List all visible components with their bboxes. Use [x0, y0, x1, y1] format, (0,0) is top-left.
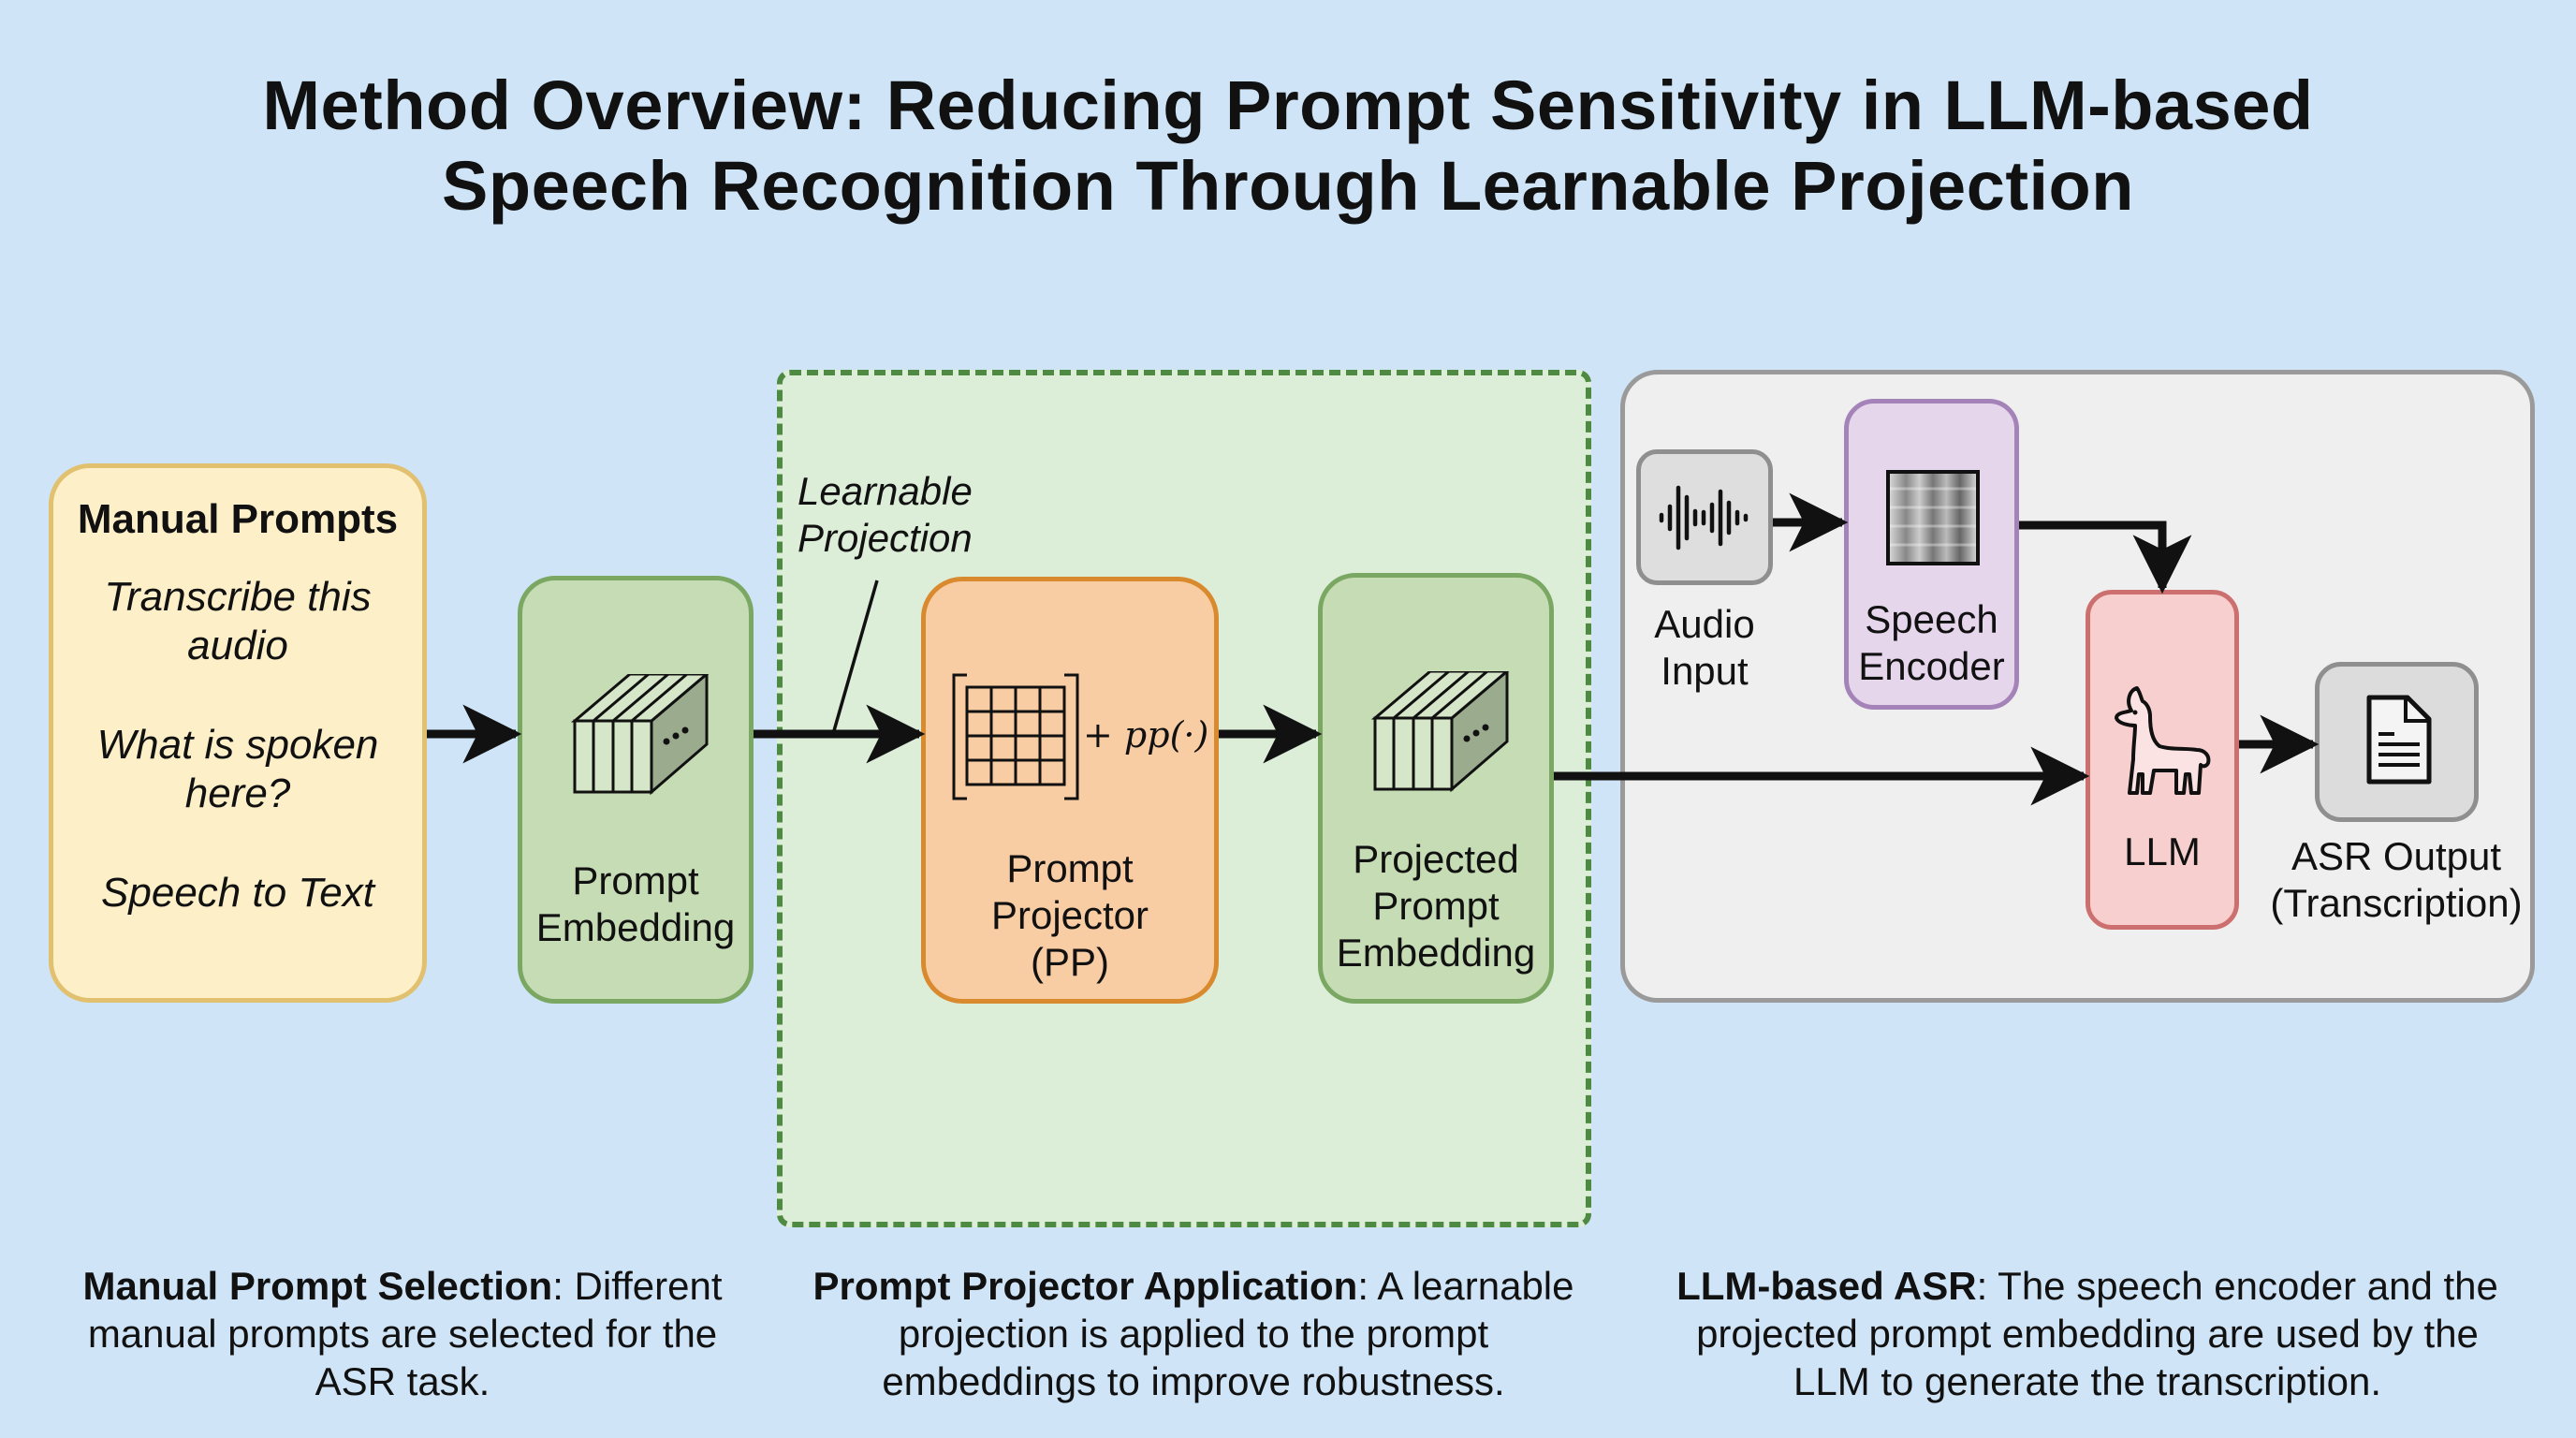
llama-icon: [2115, 686, 2211, 795]
caption-llm-based-asr: LLM-based ASR: The speech encoder and th…: [1671, 1262, 2504, 1405]
caption-heading: Manual Prompt Selection: [82, 1264, 553, 1308]
prompt-line: Transcribe this: [104, 574, 372, 620]
prompt-line: audio: [187, 623, 288, 668]
label-line: Projection: [798, 516, 973, 560]
label-line: Prompt: [1372, 884, 1500, 928]
caption-manual-prompt-selection: Manual Prompt Selection: Different manua…: [56, 1262, 749, 1405]
caption-heading: LLM-based ASR: [1676, 1264, 1977, 1308]
label-line: Prompt: [572, 858, 699, 902]
caption-text: : The speech encoder and the projected p…: [1696, 1264, 2498, 1403]
projector-formula: + pp(·): [1083, 714, 1209, 756]
prompt-line: here?: [184, 770, 291, 816]
document-icon: [2366, 695, 2432, 785]
speech-encoder-label: Speech Encoder: [1849, 596, 2014, 690]
label-line: Learnable: [798, 469, 973, 513]
label-line: Audio: [1654, 602, 1755, 646]
embedding-tensor-icon: [571, 674, 710, 796]
label-line: Embedding: [1336, 931, 1536, 975]
audio-input-box: [1636, 449, 1773, 585]
label-line: Projected: [1353, 837, 1519, 881]
prompt-embedding-label: Prompt Embedding: [522, 858, 749, 951]
speech-encoder-box: Speech Encoder: [1844, 399, 2019, 710]
learnable-projection-label: Learnable Projection: [798, 468, 973, 562]
prompt-line: What is spoken: [96, 722, 379, 768]
prompt-embedding-box: Prompt Embedding: [518, 576, 754, 1004]
matrix-grid-icon: [952, 673, 1079, 800]
projected-prompt-embedding-box: Projected Prompt Embedding: [1318, 573, 1554, 1004]
learnable-projection-pointer: [831, 580, 879, 735]
caption-text: : Different manual prompts are selected …: [87, 1264, 723, 1403]
label-line: ASR Output: [2291, 834, 2502, 878]
asr-output-label: ASR Output (Transcription): [2247, 833, 2546, 927]
llm-box: LLM: [2086, 590, 2239, 930]
caption-heading: Prompt Projector Application: [812, 1264, 1358, 1308]
manual-prompts-heading: Manual Prompts: [77, 496, 399, 542]
prompt-item: What is spoken here?: [53, 721, 422, 818]
label-line: Encoder: [1858, 644, 2005, 688]
diagram-title: Method Overview: Reducing Prompt Sensiti…: [0, 66, 2576, 227]
arrow-encoder-to-llm: [2019, 521, 2192, 594]
prompt-line: Speech to Text: [101, 870, 374, 916]
label-line: Speech: [1865, 597, 1998, 641]
label-line: (PP): [1031, 940, 1109, 984]
caption-text: : A learnable projection is applied to t…: [882, 1264, 1574, 1403]
label-line: Projector: [990, 893, 1149, 937]
spectrogram-icon: [1886, 470, 1980, 565]
prompt-item: Speech to Text: [53, 869, 422, 917]
manual-prompts-box: Manual Prompts Transcribe this audio Wha…: [49, 463, 427, 1003]
asr-output-box: [2315, 662, 2479, 822]
projected-embedding-label: Projected Prompt Embedding: [1323, 836, 1549, 976]
prompt-projector-box: + pp(·) Prompt Projector (PP): [921, 577, 1219, 1004]
caption-prompt-projector-application: Prompt Projector Application: A learnabl…: [800, 1262, 1587, 1405]
title-line-1: Method Overview: Reducing Prompt Sensiti…: [262, 66, 2314, 144]
label-line: Prompt: [1006, 846, 1134, 890]
label-line: Input: [1661, 649, 1749, 693]
waveform-icon: [1659, 485, 1749, 550]
prompt-item: Transcribe this audio: [53, 573, 422, 670]
title-line-2: Speech Recognition Through Learnable Pro…: [442, 147, 2134, 225]
audio-input-label: Audio Input: [1620, 601, 1789, 695]
label-line: (Transcription): [2270, 881, 2523, 925]
label-line: Embedding: [535, 905, 736, 949]
prompt-projector-label: Prompt Projector (PP): [926, 845, 1214, 986]
llm-label: LLM: [2124, 829, 2201, 873]
embedding-tensor-icon: [1371, 671, 1510, 793]
